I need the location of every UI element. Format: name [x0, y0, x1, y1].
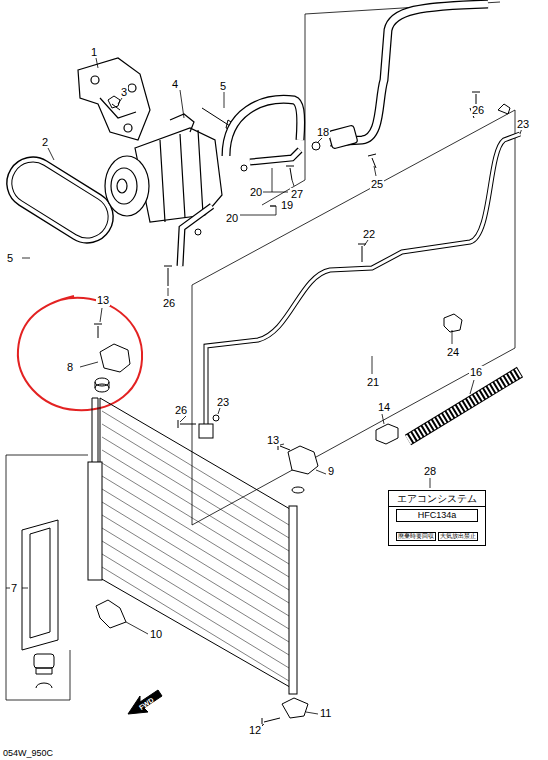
condenser [100, 398, 295, 690]
forward-arrow [128, 690, 162, 714]
condenser-bracket [94, 324, 130, 392]
callout-number: 10 [149, 628, 163, 640]
condenser-fin [102, 528, 289, 642]
callout-number: 16 [469, 366, 483, 378]
receiver-drier [88, 462, 102, 580]
callout-number: 26 [471, 104, 485, 116]
callout-number: 13 [96, 294, 110, 306]
condenser-fin [102, 476, 289, 590]
condenser-fin [102, 567, 289, 681]
callout-number: 28 [423, 465, 437, 477]
callout-number: 2 [41, 136, 49, 148]
caution-note: 大気放出禁止 [438, 532, 478, 541]
caution-label: エアコンシステム HFC134a 廃棄時要回収大気放出禁止 [388, 490, 486, 546]
callout-number: 4 [171, 78, 179, 90]
condenser-bracket [262, 698, 308, 726]
condenser-bracket [278, 442, 318, 493]
condenser-tank [289, 506, 297, 694]
drive-belt [0, 147, 123, 253]
caution-note: 廃棄時要回収 [396, 532, 436, 541]
callout-number: 9 [327, 465, 335, 477]
callout-number: 1 [90, 46, 98, 58]
callout-number: 7 [10, 582, 18, 594]
callout-number: 20 [225, 212, 239, 224]
pipe-clip [444, 314, 462, 332]
callout-number: 21 [366, 376, 380, 388]
callout-number: 13 [266, 434, 280, 446]
callout-number: 19 [280, 199, 294, 211]
condenser-fin [102, 463, 289, 577]
bolt [164, 92, 480, 428]
callout-number: 24 [446, 346, 460, 358]
condenser-fin [102, 515, 289, 629]
callout-number: 26 [162, 297, 176, 309]
group-frame [6, 2, 515, 700]
receiver-drier [92, 398, 98, 462]
leader-line [6, 58, 522, 728]
condenser-fin [102, 437, 289, 551]
callout-number: 3 [120, 86, 128, 98]
drier-filter-kit [22, 520, 58, 688]
label-heading: エアコンシステム [389, 493, 485, 507]
highlight-circle [18, 296, 142, 410]
refrigerant-code: HFC134a [396, 509, 478, 522]
condenser-fin [102, 502, 289, 616]
compressor-bracket [78, 58, 150, 140]
condenser-fin [102, 489, 289, 603]
callout-number: 18 [316, 126, 330, 138]
callout-number: 12 [248, 724, 262, 736]
callout-number: 5 [6, 252, 14, 264]
direction-label: FWD [137, 696, 156, 713]
condenser-fin [102, 411, 289, 525]
ac-compressor [105, 114, 222, 222]
condenser-fin [102, 450, 289, 564]
callout-number: 23 [516, 118, 530, 130]
callout-number: 14 [377, 401, 391, 413]
pressure-switch [376, 424, 398, 444]
callout-number: 25 [370, 178, 384, 190]
callout-number: 23 [216, 396, 230, 408]
drawing-code: 054W_950C [2, 747, 54, 759]
callout-number: 22 [362, 228, 376, 240]
callout-number: 20 [249, 186, 263, 198]
condenser-bracket [96, 600, 126, 628]
callout-number: 11 [319, 707, 332, 719]
callout-number: 26 [174, 404, 188, 416]
condenser-fin [102, 554, 289, 668]
callout-number: 5 [219, 80, 227, 92]
callout-number: 8 [66, 361, 74, 373]
ac-pipe [199, 134, 520, 438]
condenser-fin [102, 541, 289, 655]
corrugated-hose [408, 372, 520, 440]
ac-hose [180, 4, 510, 266]
condenser-fin [102, 424, 289, 538]
